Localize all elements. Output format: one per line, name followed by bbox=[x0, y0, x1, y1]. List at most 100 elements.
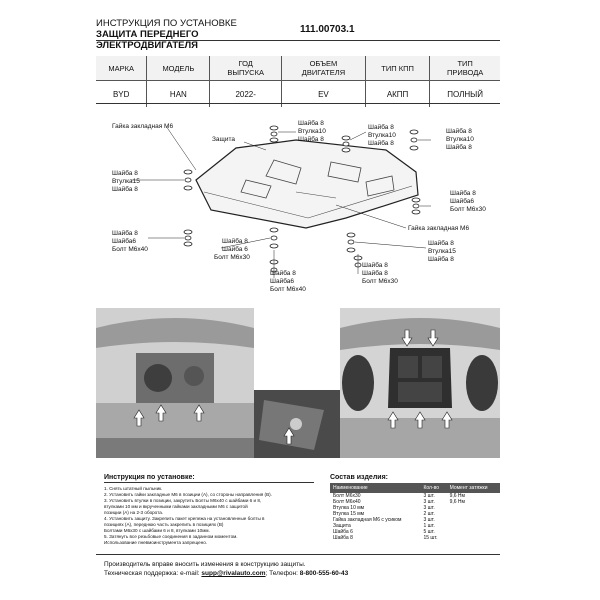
label-r2-shaiba8-b: Шайба 8 bbox=[428, 256, 454, 263]
spec-brand: BYD bbox=[112, 89, 130, 99]
part-name: Втулка 15 мм bbox=[333, 511, 365, 517]
parts-header-torque: Момент затяжки bbox=[446, 483, 500, 493]
skid-plate-shape bbox=[195, 139, 419, 229]
part-torque bbox=[447, 535, 500, 541]
label-vtulka10-b: Втулка10 bbox=[368, 132, 396, 139]
label-mid-bolt: Болт М6х30 bbox=[214, 254, 250, 261]
label-shaiba8-a: Шайба 8 bbox=[298, 120, 324, 127]
table-row: Гайка закладная М6 с усиком 3 шт. bbox=[330, 517, 500, 523]
photo-underbody-before bbox=[96, 308, 254, 458]
label-left-shaiba8-b: Шайба 8 bbox=[112, 186, 138, 193]
spec-model: HAN bbox=[146, 80, 210, 107]
label-left-shaiba8-a: Шайба 8 bbox=[112, 170, 138, 177]
label-zashita: Защита bbox=[212, 136, 236, 143]
label-right-bolt: Болт М6х30 bbox=[450, 206, 486, 213]
spec-table-values: BYD HAN 2022- EV АКПП ПОЛНЫЙ bbox=[96, 80, 500, 107]
spec-drive: ПОЛНЫЙ bbox=[429, 80, 500, 107]
photo-closeup-nut bbox=[254, 380, 340, 458]
part-qty: 5 шт. bbox=[423, 529, 435, 535]
label-right-shaiba6: Шайба6 bbox=[450, 198, 475, 205]
label-shaiba8-b: Шайба 8 bbox=[298, 136, 324, 143]
spec-engine: EV bbox=[280, 80, 366, 107]
part-qty: 2 шт. bbox=[423, 511, 435, 517]
spec-header-engine: ОБЪЕМ ДВИГАТЕЛЯ bbox=[280, 56, 366, 81]
instruction-step: Болтами М6х30 с шайбами 6 и 8, втулками … bbox=[104, 528, 210, 533]
part-qty: 1 шт. bbox=[423, 523, 435, 529]
table-bottom-line bbox=[96, 103, 500, 104]
label-r2-shaiba8-a: Шайба 8 bbox=[428, 240, 454, 247]
instructions-title: Инструкция по установке: bbox=[104, 474, 195, 481]
label-r2-vtulka15: Втулка15 bbox=[428, 248, 456, 255]
header-divider bbox=[96, 40, 500, 41]
footer-support: Техническая поддержка: e-mail: supp@riva… bbox=[104, 569, 500, 578]
spec-header-model: МОДЕЛЬ bbox=[146, 56, 210, 81]
parts-title: Состав изделия: bbox=[330, 474, 388, 481]
label-mid-shaiba6: Шайба 6 bbox=[222, 246, 248, 253]
part-name: Шайба 8 bbox=[333, 535, 353, 541]
spec-gearbox: АКПП bbox=[364, 80, 430, 107]
spec-header-drive: ТИП ПРИВОДА bbox=[429, 56, 500, 81]
part-qty: 15 шт. bbox=[423, 535, 438, 541]
parts-header-name: Наименование bbox=[330, 483, 421, 493]
instruction-step: 2. Установить гайки закладные М6 в позиц… bbox=[104, 492, 272, 497]
instructions-title-underline bbox=[104, 482, 314, 483]
spec-header-brand: МАРКА bbox=[96, 56, 147, 81]
label-left-vtulka15: Втулка15 bbox=[112, 178, 140, 185]
label-left2-shaiba8: Шайба 8 bbox=[112, 230, 138, 237]
underbody-before-illustration bbox=[96, 308, 254, 458]
part-qty: 3 шт. bbox=[423, 517, 435, 523]
footer-phone-label: ; Телефон: bbox=[265, 570, 298, 577]
label-bot-bolt: Болт М6х40 bbox=[270, 286, 306, 293]
label-left2-bolt: Болт М6х40 bbox=[112, 246, 148, 253]
label-right-shaiba8: Шайба 8 bbox=[450, 190, 476, 197]
instruction-step: 5. Затянуть все резьбовые соединения в з… bbox=[104, 534, 238, 539]
instruction-step: Использование пневмоинструмента запрещен… bbox=[104, 540, 208, 545]
parts-section: Состав изделия: Наименование Кол-во Моме… bbox=[330, 474, 500, 541]
instruction-step: 1. Снять штатный пыльник. bbox=[104, 486, 163, 491]
footer: Производитель вправе вносить изменения в… bbox=[104, 560, 500, 578]
parts-table-header: Наименование Кол-во Момент затяжки bbox=[330, 483, 500, 493]
spec-header-gearbox: ТИП КПП bbox=[364, 56, 430, 81]
support-phone: 8-800-555-60-43 bbox=[299, 570, 349, 577]
underbody-after-illustration bbox=[340, 308, 500, 458]
label-left2-shaiba6: Шайба6 bbox=[112, 238, 137, 245]
label-bot2-shaiba8-a: Шайба 8 bbox=[362, 262, 388, 269]
spec-table: МАРКА МОДЕЛЬ ГОД ВЫПУСКА ОБЪЕМ ДВИГАТЕЛЯ… bbox=[96, 56, 500, 107]
title-line-1: ИНСТРУКЦИЯ ПО УСТАНОВКЕ bbox=[96, 18, 237, 29]
part-qty: 3 шт. bbox=[423, 505, 435, 511]
part-name: Гайка закладная М6 с усиком bbox=[333, 517, 402, 523]
label-bot2-bolt: Болт М6х30 bbox=[362, 278, 398, 285]
parts-header-qty: Кол-во bbox=[420, 483, 447, 493]
instruction-step: 4. Установить защиту. Закрепить пакет кр… bbox=[104, 516, 265, 521]
instructions-section: Инструкция по установке: 1. Снять штатны… bbox=[104, 474, 318, 546]
table-row: Шайба 8 15 шт. bbox=[330, 535, 500, 541]
label-shaiba8-f: Шайба 8 bbox=[446, 144, 472, 151]
parts-table: Наименование Кол-во Момент затяжки Болт … bbox=[330, 483, 500, 541]
label-gaika-m6-mid: Гайка закладная М6 bbox=[408, 225, 470, 232]
label-bot-shaiba6: Шайба6 bbox=[270, 278, 295, 285]
instruction-step: 3. Установить втулки в позиции, закрутит… bbox=[104, 498, 262, 503]
part-torque: 9,6 Нм bbox=[449, 499, 465, 505]
label-gaika-m6-top: Гайка закладная М6 bbox=[112, 123, 174, 130]
label-bot2-shaiba8-b: Шайба 8 bbox=[362, 270, 388, 277]
part-torque: 9,6 Нм bbox=[449, 493, 465, 499]
footer-support-label: Техническая поддержка: e-mail: bbox=[104, 570, 200, 577]
spec-year: 2022- bbox=[209, 80, 282, 107]
label-shaiba8-e: Шайба 8 bbox=[446, 128, 472, 135]
label-shaiba8-c: Шайба 8 bbox=[368, 124, 394, 131]
title-line-2: ЗАЩИТА ПЕРЕДНЕГО bbox=[96, 29, 199, 40]
instruction-step: позиции (А) на 2-3 оборота. bbox=[104, 510, 164, 515]
instruction-step: позициях (А), переднюю часть закрепить в… bbox=[104, 522, 224, 527]
closeup-nut-illustration bbox=[254, 380, 340, 458]
support-email-link[interactable]: supp@rivalauto.com bbox=[201, 570, 266, 577]
part-name: Болт М6х40 bbox=[333, 499, 361, 505]
label-shaiba8-d: Шайба 8 bbox=[368, 140, 394, 147]
footer-divider bbox=[96, 554, 500, 555]
part-name: Шайба 6 bbox=[333, 529, 353, 535]
spec-header-year: ГОД ВЫПУСКА bbox=[209, 56, 282, 81]
table-row: Шайба 6 5 шт. bbox=[330, 529, 500, 535]
